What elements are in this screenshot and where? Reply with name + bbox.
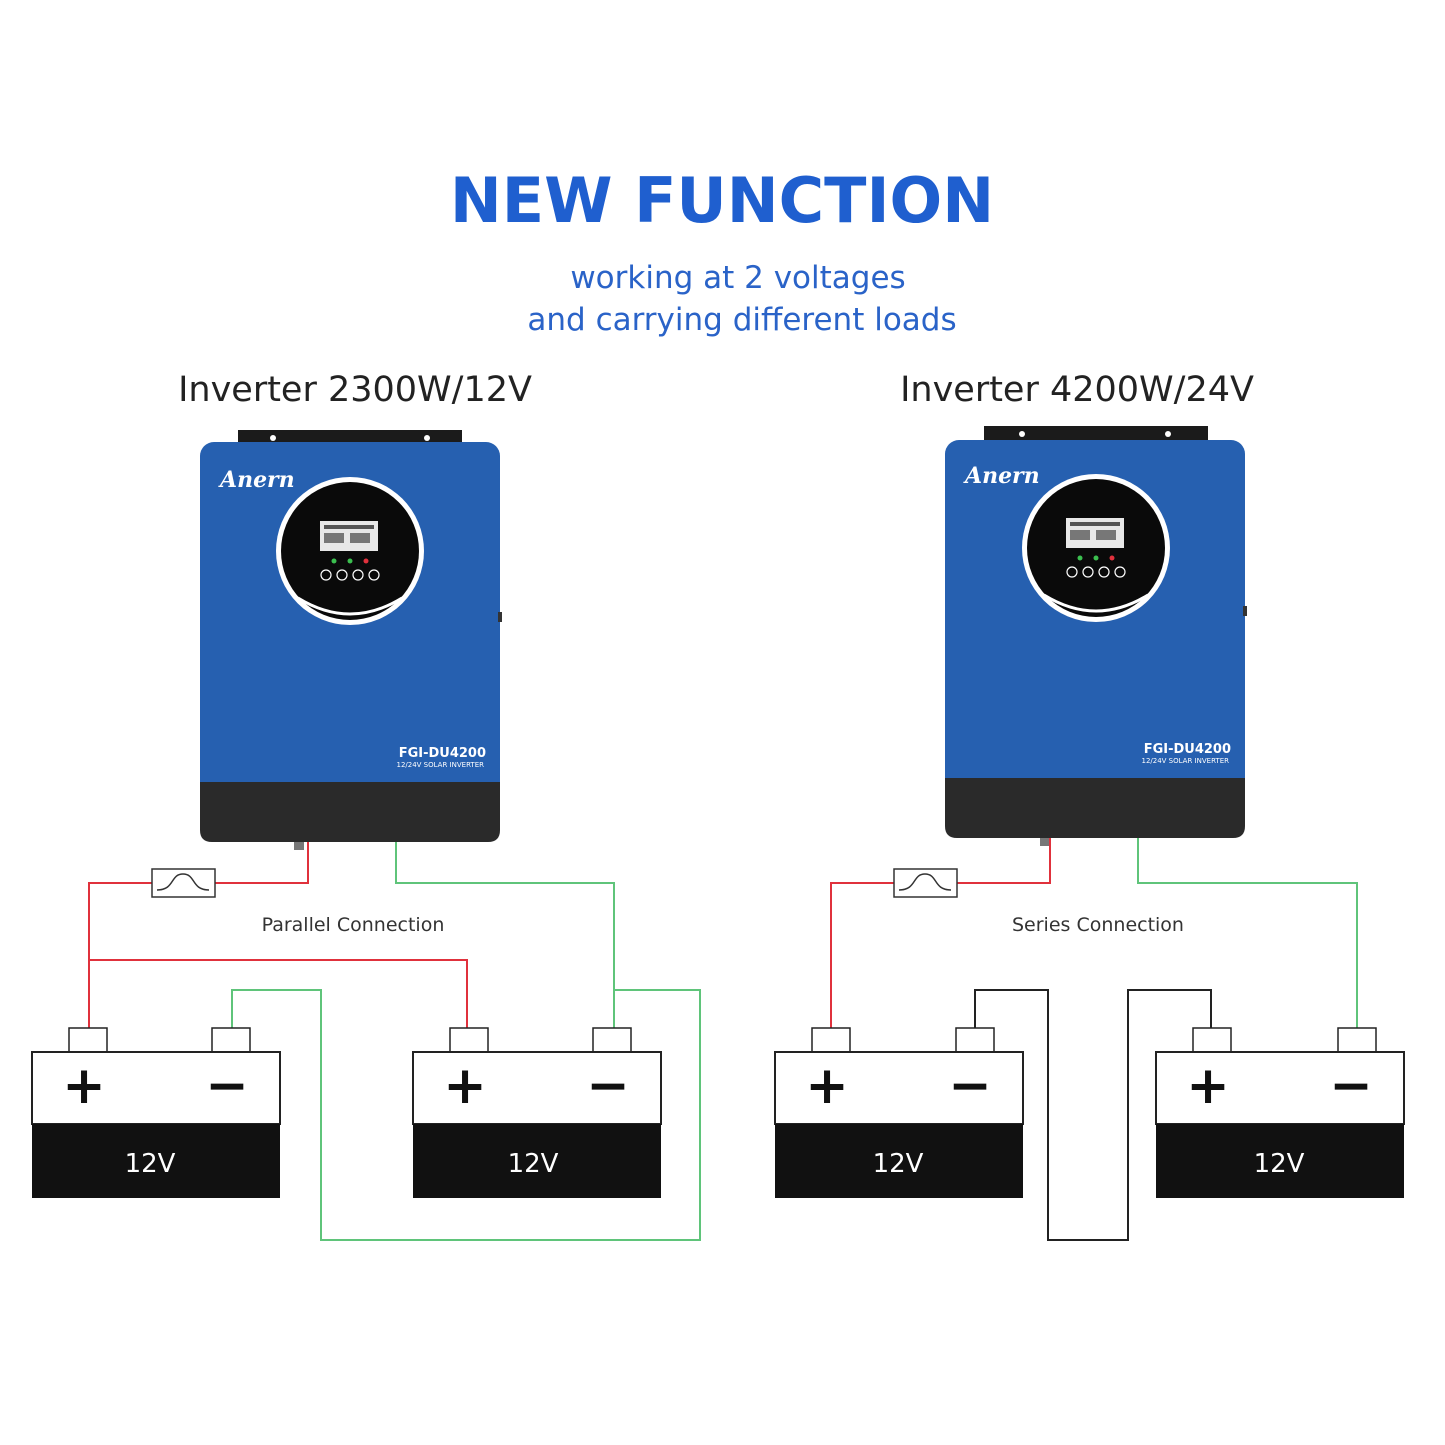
- left-inverter: Anern FGI-DU4200 12/24V SOLAR INVERTER: [200, 430, 502, 850]
- battery: + − 12V: [412, 1027, 662, 1198]
- left-connection-label: Parallel Connection: [262, 914, 445, 936]
- plus-sign: +: [443, 1056, 487, 1116]
- right-positive-wire: [830, 838, 1051, 1028]
- battery-bottom: [1156, 1124, 1404, 1198]
- series-link-wire: [974, 989, 1212, 1241]
- status-led: [347, 558, 353, 564]
- lcd-segment: [1070, 522, 1120, 526]
- lcd-segment: [324, 525, 374, 529]
- right-negative-wire: [1137, 838, 1358, 1028]
- bracket-hole: [1165, 431, 1171, 437]
- display-arc: [1043, 593, 1149, 613]
- plus-sign: +: [1186, 1056, 1230, 1116]
- panel-button[interactable]: [1098, 566, 1110, 578]
- battery-top: [774, 1051, 1024, 1125]
- negative-terminal: [211, 1027, 251, 1053]
- minus-sign: −: [948, 1056, 992, 1116]
- left-setup: Inverter 2300W/12V Anern FGI-D: [31, 370, 701, 1241]
- status-led: [1093, 555, 1099, 561]
- battery-top: [412, 1051, 662, 1125]
- panel-button[interactable]: [1066, 566, 1078, 578]
- battery: + − 12V: [1155, 1027, 1405, 1198]
- brand-logo: Anern: [963, 463, 1040, 489]
- minus-sign: −: [586, 1056, 630, 1116]
- subtitle-line-1: working at 2 voltages: [570, 260, 905, 296]
- battery-voltage: 12V: [873, 1149, 924, 1179]
- negative-terminal: [592, 1027, 632, 1053]
- fuse-icon: [893, 868, 958, 898]
- mounting-bracket: [984, 426, 1208, 442]
- status-led: [1109, 555, 1115, 561]
- status-led: [363, 558, 369, 564]
- panel-button[interactable]: [352, 569, 364, 581]
- side-latch: [498, 612, 502, 622]
- terminal-connector: [294, 842, 304, 850]
- bracket-hole: [1019, 431, 1025, 437]
- subtitle-line-2: and carrying different loads: [527, 302, 956, 338]
- battery: + − 12V: [31, 1027, 281, 1198]
- page-title: NEW FUNCTION: [450, 164, 994, 237]
- display-arc: [297, 596, 403, 616]
- minus-sign: −: [205, 1056, 249, 1116]
- model-subtitle: 12/24V SOLAR INVERTER: [1141, 757, 1229, 765]
- plus-sign: +: [62, 1056, 106, 1116]
- panel-button[interactable]: [320, 569, 332, 581]
- battery-bottom: [775, 1124, 1023, 1198]
- positive-terminal: [1192, 1027, 1232, 1053]
- negative-terminal: [955, 1027, 995, 1053]
- battery-voltage: 12V: [508, 1149, 559, 1179]
- battery-voltage: 12V: [1254, 1149, 1305, 1179]
- model-subtitle: 12/24V SOLAR INVERTER: [396, 761, 484, 769]
- positive-terminal: [811, 1027, 851, 1053]
- right-setup: Inverter 4200W/24V Anern FGI-D: [774, 370, 1405, 1241]
- lcd-segment: [1096, 530, 1116, 540]
- negative-terminal: [1337, 1027, 1377, 1053]
- lcd-segment: [350, 533, 370, 543]
- panel-button[interactable]: [336, 569, 348, 581]
- model-name: FGI-DU4200: [399, 746, 486, 761]
- battery-top: [31, 1051, 281, 1125]
- battery: + − 12V: [774, 1027, 1024, 1198]
- bracket-hole: [424, 435, 430, 441]
- positive-terminal: [68, 1027, 108, 1053]
- side-latch: [1243, 606, 1247, 616]
- inverter-base: [945, 778, 1245, 838]
- inverter-base: [200, 782, 500, 842]
- positive-terminal: [449, 1027, 489, 1053]
- bracket-hole: [270, 435, 276, 441]
- left-negative-wire: [231, 842, 701, 1241]
- terminal-connector: [1040, 838, 1050, 846]
- brand-logo: Anern: [218, 467, 295, 493]
- panel-button[interactable]: [1114, 566, 1126, 578]
- battery-bottom: [413, 1124, 661, 1198]
- right-connection-label: Series Connection: [1012, 914, 1184, 936]
- status-led: [1077, 555, 1083, 561]
- panel-button[interactable]: [368, 569, 380, 581]
- fuse-icon: [151, 868, 216, 898]
- battery-bottom: [32, 1124, 280, 1198]
- lcd-segment: [324, 533, 344, 543]
- right-inverter: Anern FGI-DU4200 12/24V SOLAR INVERTER: [945, 426, 1247, 846]
- panel-button[interactable]: [1082, 566, 1094, 578]
- lcd-segment: [1070, 530, 1090, 540]
- status-led: [331, 558, 337, 564]
- battery-top: [1155, 1051, 1405, 1125]
- model-name: FGI-DU4200: [1144, 742, 1231, 757]
- left-inverter-label: Inverter 2300W/12V: [178, 370, 532, 410]
- battery-voltage: 12V: [125, 1149, 176, 1179]
- plus-sign: +: [805, 1056, 849, 1116]
- left-positive-wire: [88, 842, 468, 1028]
- minus-sign: −: [1329, 1056, 1373, 1116]
- right-inverter-label: Inverter 4200W/24V: [900, 370, 1254, 410]
